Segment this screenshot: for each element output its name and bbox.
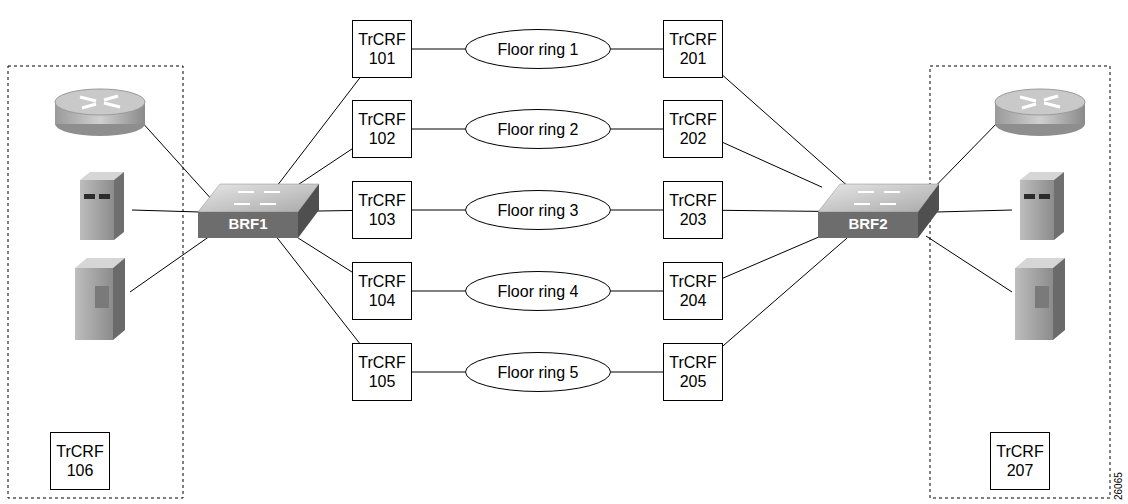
trcrf-box: TrCRF 204 (663, 262, 723, 320)
node-label: TrCRF 203 (668, 191, 718, 229)
link-line (723, 76, 848, 186)
node-label: TrCRF 103 (357, 191, 407, 229)
group-outline (930, 66, 1110, 498)
router-icon (995, 89, 1085, 136)
link-line (412, 372, 465, 373)
node-label: Floor ring 5 (498, 363, 579, 382)
link-line (277, 78, 360, 186)
trcrf-box: TrCRF 102 (352, 100, 412, 158)
router-icon (55, 89, 145, 136)
mainframe-icon (1015, 258, 1065, 340)
trcrf-box: TrCRF 103 (352, 181, 412, 239)
figure-number: 26065 (1113, 472, 1124, 500)
ring-ellipse: Floor ring 4 (465, 271, 611, 311)
trcrf-box: TrCRF 201 (663, 20, 723, 78)
ring-ellipse: Floor ring 2 (465, 109, 611, 149)
node-label: TrCRF 105 (357, 353, 407, 391)
node-label: TrCRF 102 (357, 110, 407, 148)
trcrf-box: TrCRF 104 (352, 262, 412, 320)
node-label: TrCRF 202 (668, 110, 718, 148)
server-icon (80, 172, 124, 240)
node-label: Floor ring 4 (498, 282, 579, 301)
node-label: TrCRF 201 (668, 30, 718, 68)
node-label: TrCRF 207 (995, 442, 1045, 480)
ring-shape (466, 191, 611, 230)
link-line (412, 129, 465, 130)
link-line (611, 372, 663, 373)
node-label: Floor ring 3 (498, 201, 579, 220)
node-label: TrCRF 204 (668, 272, 718, 310)
link-line (412, 49, 465, 50)
link-line (298, 238, 352, 272)
link-line (412, 210, 465, 211)
switch-icon: BRF2 (818, 182, 940, 240)
link-line (277, 238, 359, 343)
link-line (723, 210, 822, 211)
node-label: Floor ring 1 (498, 40, 579, 59)
link-line (723, 143, 822, 188)
trcrf-box: TrCRF 205 (663, 343, 723, 401)
link-line (611, 129, 663, 130)
group-outline (8, 66, 183, 498)
node-label: Floor ring 2 (498, 120, 579, 139)
node-label: TrCRF 106 (55, 442, 105, 480)
trcrf-box: TrCRF 202 (663, 100, 723, 158)
server-icon (1020, 172, 1064, 240)
link-line (723, 236, 822, 279)
link-line (296, 149, 352, 186)
node-label: TrCRF 104 (357, 272, 407, 310)
switch-label: BRF2 (818, 213, 918, 235)
ring-shape (466, 30, 611, 69)
link-line (611, 291, 663, 292)
ring-ellipse: Floor ring 5 (465, 352, 611, 392)
switch-label: BRF1 (198, 213, 298, 235)
trcrf-box: TrCRF 101 (352, 20, 412, 78)
link-line (723, 238, 847, 346)
ring-ellipse: Floor ring 1 (465, 29, 611, 69)
node-label: TrCRF 101 (357, 30, 407, 68)
node-label: TrCRF 205 (668, 353, 718, 391)
ring-ellipse: Floor ring 3 (465, 190, 611, 230)
trcrf-box: TrCRF 207 (990, 432, 1050, 490)
trcrf-box: TrCRF 105 (352, 343, 412, 401)
ring-shape (466, 110, 611, 149)
trcrf-box: TrCRF 106 (50, 432, 110, 490)
link-line (412, 291, 465, 292)
switch-icon: BRF1 (198, 182, 320, 240)
link-line (611, 210, 663, 211)
ring-shape (466, 272, 611, 311)
ring-shape (466, 353, 611, 392)
mainframe-icon (75, 258, 125, 340)
trcrf-box: TrCRF 203 (663, 181, 723, 239)
link-line (611, 49, 663, 50)
